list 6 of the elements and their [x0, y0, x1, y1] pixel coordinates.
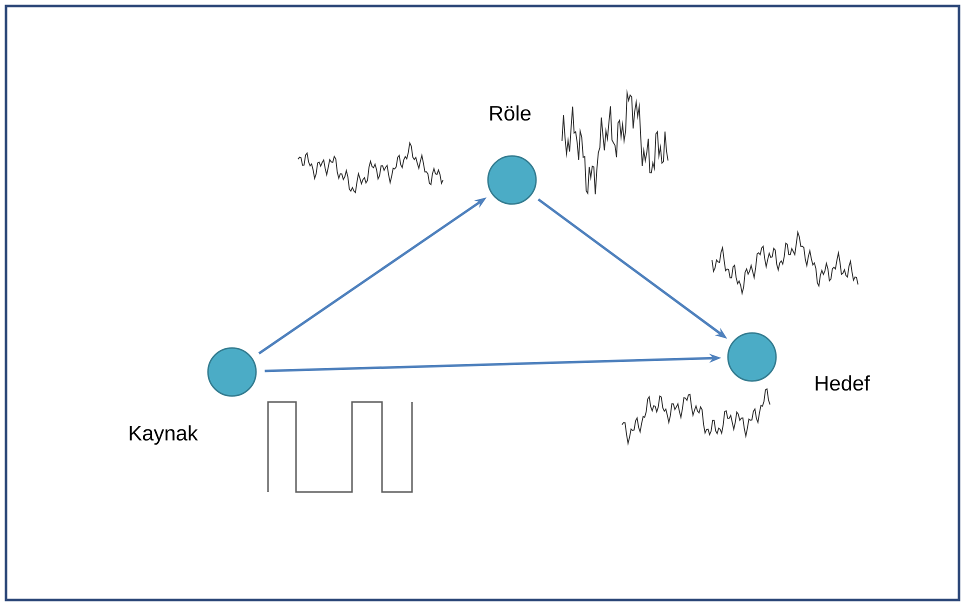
- node-label: Kaynak: [130, 425, 198, 445]
- node-circle: [727, 332, 777, 382]
- node-circle: [207, 347, 257, 397]
- node-label: Röle: [490, 105, 531, 121]
- node-circle: [487, 155, 537, 205]
- node-label: Hedef: [816, 375, 870, 391]
